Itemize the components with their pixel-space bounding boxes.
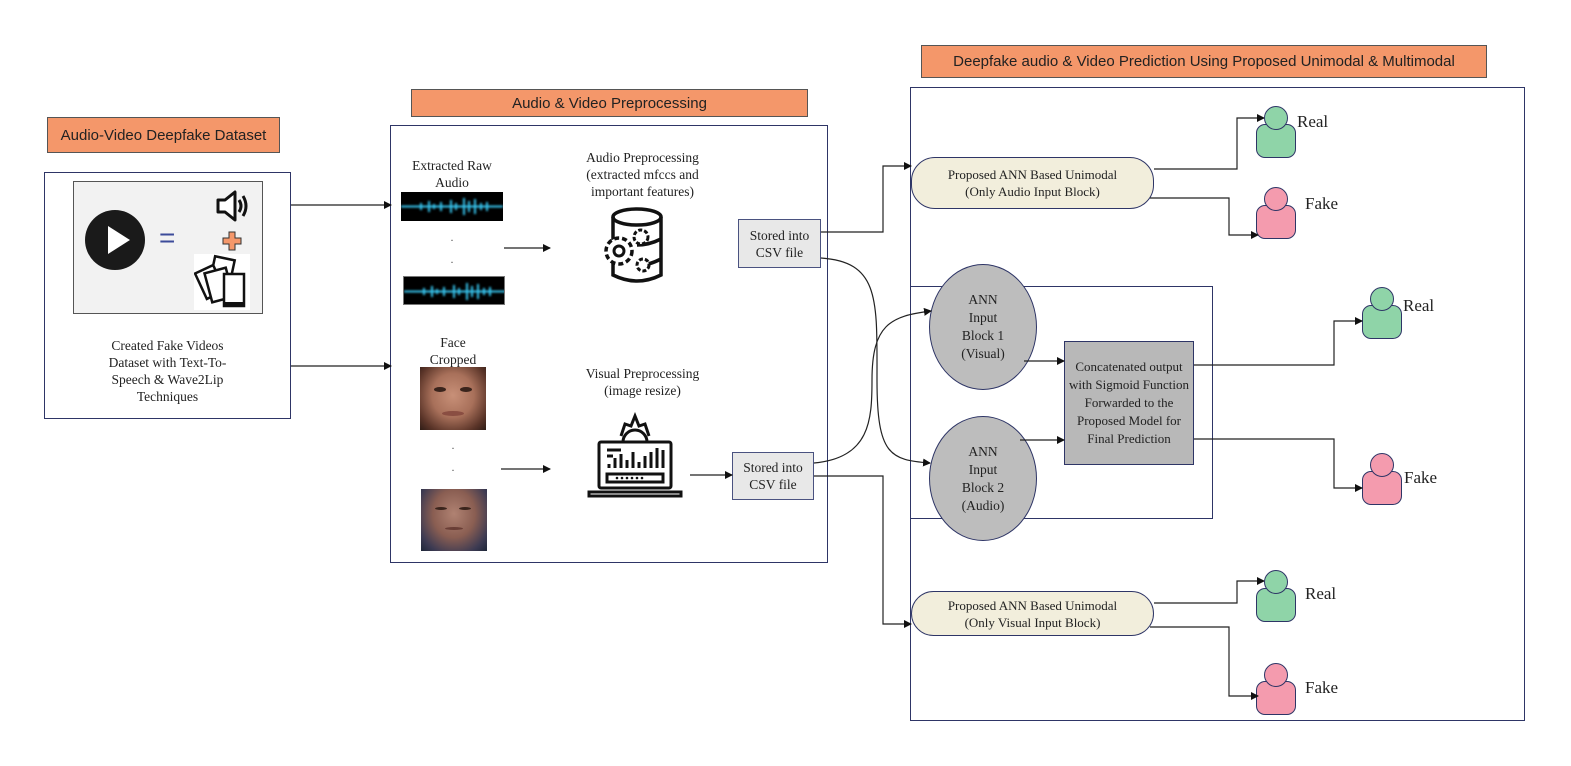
audio-waveform-1 (401, 192, 503, 221)
visual-real-label: Real (1305, 584, 1337, 603)
dataset-illustration: = (73, 181, 263, 314)
audio-unimodal-label: Proposed ANN Based Unimodal (Only Audio … (947, 167, 1118, 199)
visual-csv-label: Stored into CSV file (743, 460, 803, 492)
audio-csv-label: Stored into CSV file (749, 227, 810, 260)
audio-real-label: Real (1297, 112, 1329, 131)
preprocessing-header-label: Audio & Video Preprocessing (512, 94, 707, 112)
plus-icon (222, 231, 242, 251)
visual-preprocessing-label: Visual Preprocessing (image resize) (585, 366, 700, 398)
audio-unimodal-block: Proposed ANN Based Unimodal (Only Audio … (911, 157, 1154, 209)
audio-csv-box: Stored into CSV file (738, 219, 821, 268)
face-image-1 (420, 367, 486, 430)
ann-input-block-1: ANN Input Block 1 (Visual) (929, 264, 1037, 390)
ellipsis-dot: . (451, 460, 455, 474)
face-cropped-label: Face Cropped (429, 335, 477, 367)
multimodal-real-icon (1362, 287, 1402, 339)
arrow-audiocsv-to-unimodal (821, 162, 912, 233)
audio-waveform-2 (403, 276, 505, 305)
speaker-icon (216, 190, 248, 222)
prediction-header-label: Deepfake audio & Video Prediction Using … (953, 53, 1455, 70)
visual-fake-icon (1256, 663, 1296, 715)
audio-fake-label: Fake (1305, 194, 1339, 213)
image-stack-icon (194, 254, 250, 310)
ann-input-block-1-label: ANN Input Block 1 (Visual) (961, 292, 1005, 361)
dataset-description: Created Fake Videos Dataset with Text-To… (108, 338, 227, 404)
visual-real-icon (1256, 570, 1296, 622)
preprocessing-header: Audio & Video Preprocessing (411, 89, 808, 117)
visual-unimodal-block: Proposed ANN Based Unimodal (Only Visual… (911, 591, 1154, 636)
ellipsis-dot: . (451, 438, 455, 452)
ellipsis-dot: . (450, 252, 454, 266)
face-image-2 (421, 489, 487, 551)
prediction-header: Deepfake audio & Video Prediction Using … (921, 45, 1487, 78)
dataset-header: Audio-Video Deepfake Dataset (47, 117, 280, 153)
visual-fake-label: Fake (1305, 678, 1339, 697)
arrow-visualcsv-to-unimodal (814, 475, 912, 628)
audio-real-icon (1256, 106, 1296, 158)
audio-preprocessing-label: Audio Preprocessing (extracted mfccs and… (586, 150, 699, 199)
database-gears-icon (604, 207, 663, 283)
dataset-panel: = Created Fake Videos Dataset with Text-… (44, 172, 291, 419)
multimodal-real-label: Real (1403, 296, 1435, 315)
play-icon (85, 210, 145, 270)
multimodal-fake-icon (1362, 453, 1402, 505)
audio-fake-icon (1256, 187, 1296, 239)
laptop-analytics-icon (587, 412, 683, 498)
visual-csv-box: Stored into CSV file (732, 452, 814, 500)
ellipsis-dot: . (450, 230, 454, 244)
dataset-header-label: Audio-Video Deepfake Dataset (60, 126, 267, 144)
concatenation-block: Concatenated output with Sigmoid Functio… (1064, 341, 1194, 465)
ann-input-block-2: ANN Input Block 2 (Audio) (929, 416, 1037, 541)
concatenation-label: Concatenated output with Sigmoid Functio… (1069, 359, 1189, 446)
ann-input-block-2-label: ANN Input Block 2 (Audio) (961, 443, 1005, 513)
multimodal-fake-label: Fake (1404, 468, 1438, 487)
equals-symbol: = (159, 222, 176, 253)
raw-audio-label: Extracted Raw Audio (412, 158, 492, 190)
visual-unimodal-label: Proposed ANN Based Unimodal (Only Visual… (947, 597, 1118, 630)
